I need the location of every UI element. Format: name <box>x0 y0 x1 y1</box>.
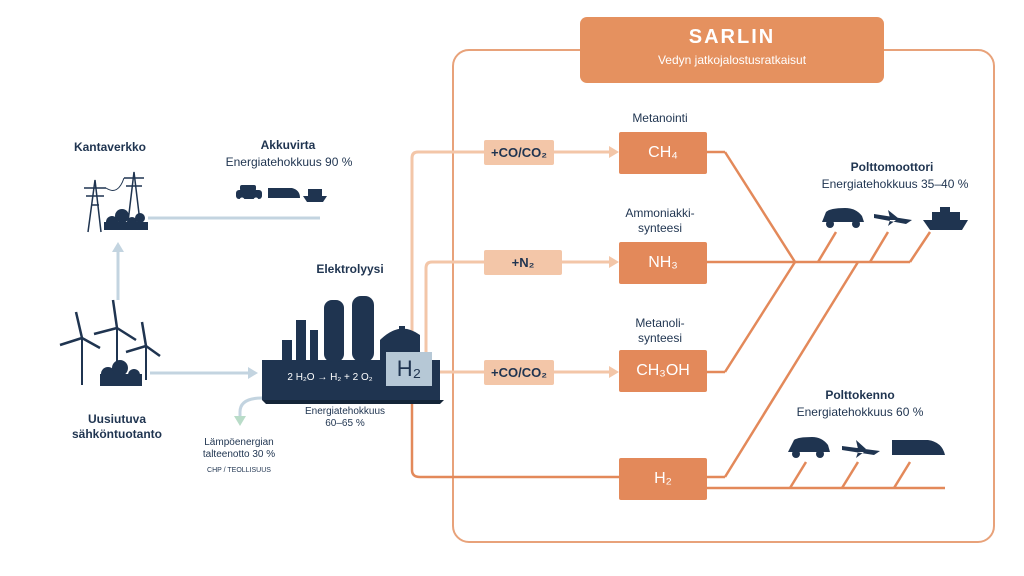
ship-icon <box>923 207 968 230</box>
input-box-co-1: +CO/CO₂ <box>484 140 554 165</box>
renewable-label-1: Uusiutuva <box>87 412 146 426</box>
sarlin-header: SARLIN Vedyn jatkojalostusratkaisut <box>580 17 884 83</box>
train-icon <box>892 440 945 455</box>
ship-icon <box>303 189 327 202</box>
electrolysis-efficiency-2: 60–65 % <box>325 418 365 429</box>
arrow-down-heat <box>234 416 246 426</box>
fuelcell-label: Polttokenno <box>825 388 895 402</box>
grid-label: Kantaverkko <box>73 140 147 154</box>
output-lines <box>410 150 945 490</box>
battery-efficiency: Energiatehokkuus 90 % <box>225 155 353 169</box>
input-lines <box>410 150 612 374</box>
battery-label: Akkuvirta <box>260 138 316 152</box>
grid-trees <box>104 209 148 230</box>
fuelcell-vehicles <box>788 437 945 458</box>
battery-vehicles <box>236 185 327 203</box>
input-box-n2: +N₂ <box>484 250 562 275</box>
process-title-ammonia-1: Ammoniakki- <box>625 206 695 220</box>
product-box-h2: H₂ <box>619 458 707 500</box>
renewable-trees <box>100 360 142 386</box>
airplane-icon <box>842 440 880 458</box>
car-icon <box>822 208 864 228</box>
fuelcell-efficiency: Energiatehokkuus 60 % <box>796 405 924 419</box>
heat-sub: CHP / TEOLLISUUS <box>207 467 271 474</box>
product-box-ch4: CH₄ <box>619 132 707 174</box>
engine-efficiency: Energiatehokkuus 35–40 % <box>821 177 969 191</box>
input-box-co-2: +CO/CO₂ <box>484 360 554 385</box>
airplane-icon <box>874 210 912 226</box>
heat-label-1: Lämpöenergian <box>204 437 274 448</box>
electrolysis-efficiency-1: Energiatehokkuus <box>304 406 386 417</box>
h2-tag: H₂ <box>386 352 432 386</box>
renewable-label-2: sähköntuotanto <box>72 427 162 441</box>
product-box-ch3oh: CH₃OH <box>619 350 707 392</box>
sarlin-frame <box>452 49 995 543</box>
process-title-methanol-1: Metanoli- <box>635 316 685 330</box>
product-box-nh3: NH₃ <box>619 242 707 284</box>
process-title-methanol-2: synteesi <box>637 331 683 345</box>
train-icon <box>268 188 300 198</box>
input-arrows <box>609 146 619 378</box>
process-title-ammonia-2: synteesi <box>637 221 683 235</box>
engine-vehicles <box>822 207 968 230</box>
heat-label-2: talteenotto 30 % <box>202 449 276 460</box>
transmission-tower-icon <box>84 171 144 233</box>
process-title-methanation: Metanointi <box>632 111 688 125</box>
car-icon <box>236 185 262 203</box>
car-icon <box>788 437 830 458</box>
left-connectors <box>116 216 320 420</box>
arrow-up <box>112 242 124 252</box>
electrolysis-label: Elektrolyysi <box>316 262 384 276</box>
engine-label: Polttomoottori <box>850 160 934 174</box>
arrow-right-electrolysis <box>248 367 258 379</box>
factory-base <box>262 400 444 404</box>
header-subtitle: Vedyn jatkojalostusratkaisut <box>657 53 807 67</box>
electrolysis-equation: 2 H₂O → H₂ + 2 O₂ <box>287 372 373 383</box>
sarlin-logo: SARLIN <box>688 26 776 48</box>
